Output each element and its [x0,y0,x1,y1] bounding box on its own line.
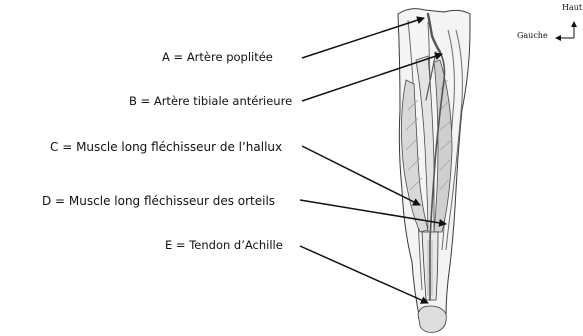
arrow-e [300,246,428,303]
label-achilles-tendon: E = Tendon d’Achille [165,240,283,252]
label-flexor-digitorum-longus: D = Muscle long fléchisseur des orteils [42,195,275,207]
label-flexor-hallucis-longus: C = Muscle long fléchisseur de l’hallux [50,141,282,153]
orientation-indicator [556,22,574,38]
orientation-left-label: Gauche [517,32,548,40]
label-popliteal-artery: A = Artère poplitée [162,52,273,64]
label-anterior-tibial-artery: B = Artère tibiale antérieure [129,96,292,108]
orientation-top-label: Haut [562,4,582,12]
